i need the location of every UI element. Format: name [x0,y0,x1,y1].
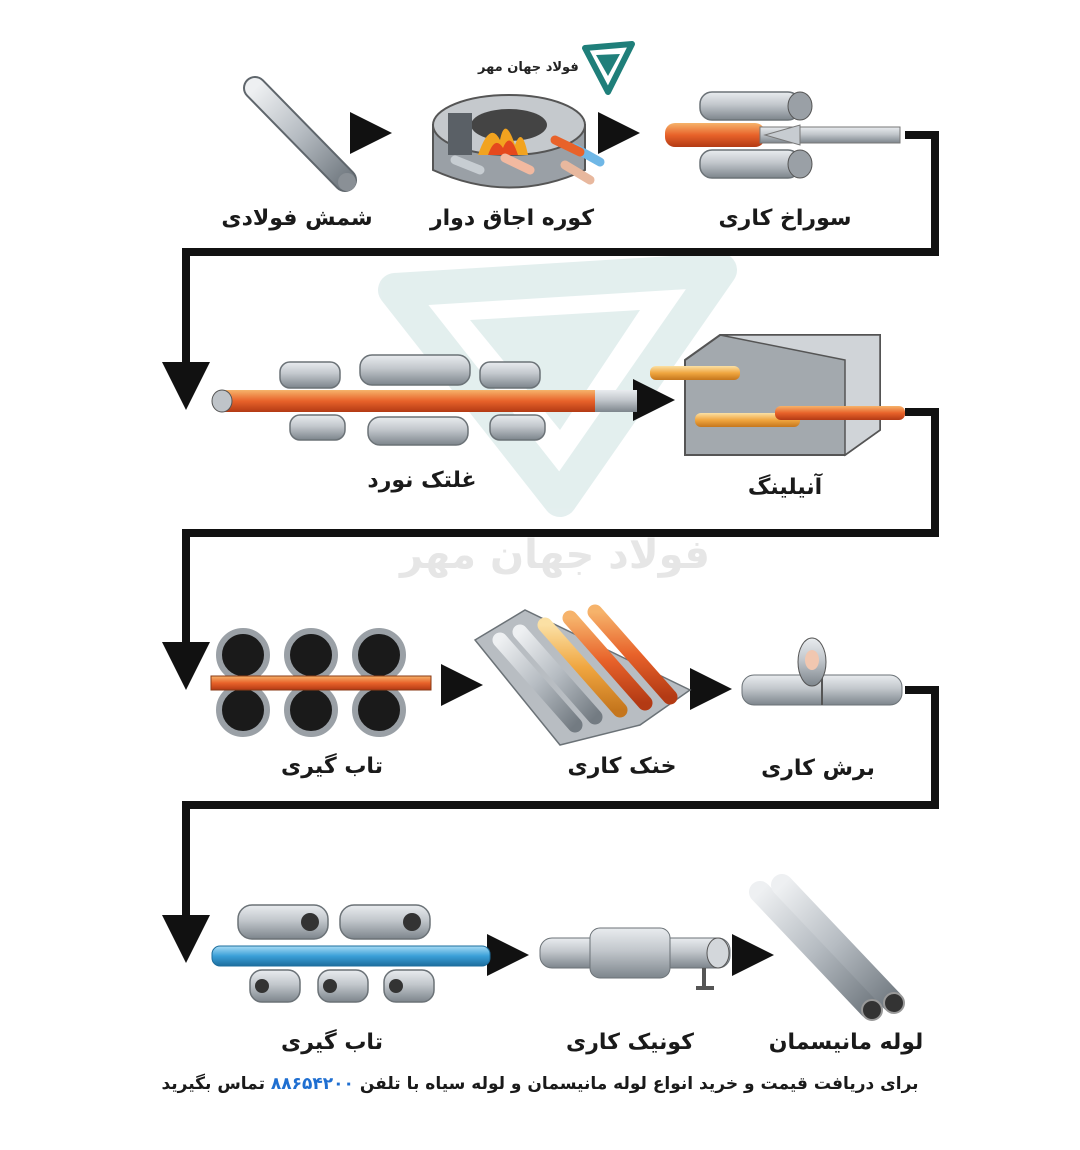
flow-connectors [162,131,939,963]
cooling-bed-illustration [473,604,692,746]
step-label-furnace: کوره اجاق دوار [429,206,595,231]
billet-illustration [243,76,357,192]
flow-arrows [350,112,774,976]
tapering-illustration [539,927,731,990]
cutting-illustration [741,637,903,706]
step-label-billet: شمش فولادی [221,206,373,231]
step-label-cooling: خنک کاری [567,754,677,779]
step-label-straightening-1: تاب گیری [281,754,383,779]
step-label-pipe: لوله مانیسمان [768,1030,924,1055]
straightening-rolls-illustration [210,628,432,737]
brand-logo-icon [582,41,635,95]
contact-footer: برای دریافت قیمت و خرید انواع لوله مانیس… [0,1074,1080,1094]
annealing-furnace-illustration [650,334,905,457]
footer-text-before: برای دریافت قیمت و خرید انواع لوله مانیس… [359,1074,919,1094]
piercing-illustration [665,91,901,179]
step-label-tapering: کونیک کاری [566,1030,694,1055]
rotary-furnace-illustration [432,94,605,189]
straightening-rolls-2-illustration [211,904,491,1003]
step-label-straightening-2: تاب گیری [281,1030,383,1055]
brand-name: فولاد جهان مهر [478,60,579,75]
step-label-piercing: سوراخ کاری [718,206,852,231]
step-label-rolling: غلتک نورد [367,468,477,493]
seamless-pipe-illustration [749,874,905,1021]
footer-text-after: تماس بگیرید [161,1074,265,1094]
step-label-cutting: برش کاری [761,756,875,781]
rolling-mill-illustration [211,354,637,446]
step-label-annealing: آنیلینگ [747,475,823,500]
footer-phone-number[interactable]: ۸۸۶۵۴۲۰۰ [270,1074,354,1094]
watermark-text: فولاد جهان مهر [400,532,710,578]
